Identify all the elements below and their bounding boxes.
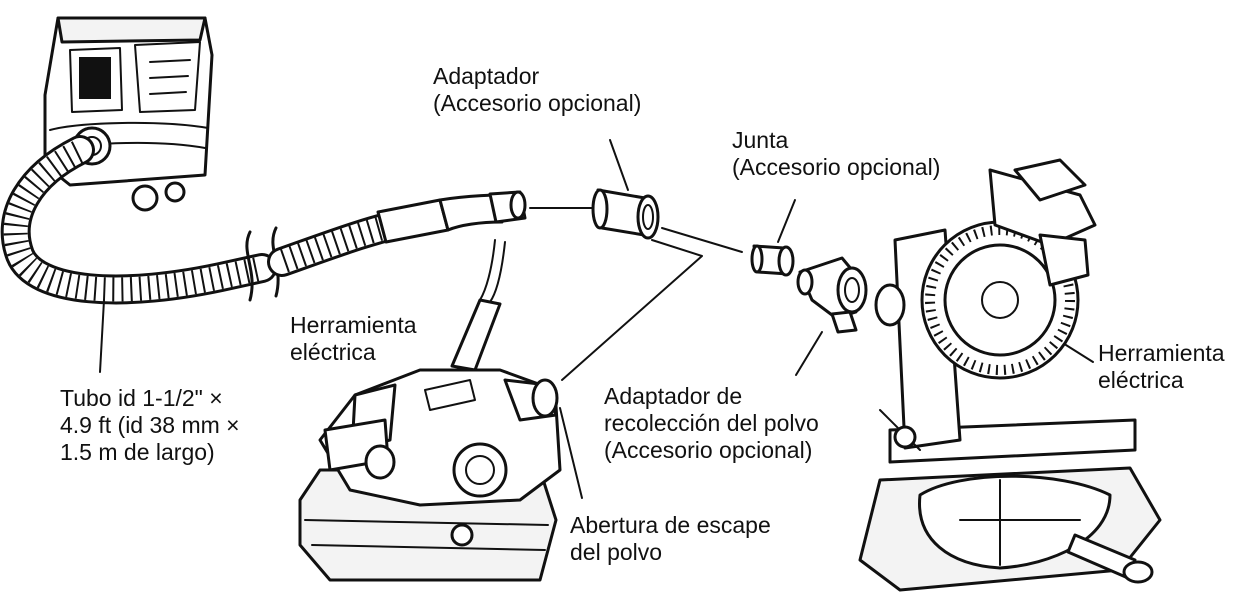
hose-right bbox=[267, 190, 527, 277]
adaptador-part bbox=[591, 188, 660, 240]
label-herramienta-right-line1: Herramienta bbox=[1098, 340, 1225, 366]
label-tubo: Tubo id 1-1/2" × 4.9 ft (id 38 mm × 1.5 … bbox=[60, 385, 240, 466]
label-junta-line1: Junta bbox=[732, 127, 789, 153]
label-adaptador-line2: (Accesorio opcional) bbox=[433, 90, 642, 116]
label-adaptador-recoleccion-line3: (Accesorio opcional) bbox=[604, 437, 813, 463]
label-junta-line2: (Accesorio opcional) bbox=[732, 154, 941, 180]
leader-lines bbox=[99, 139, 1094, 499]
label-herramienta-left: Herramienta eléctrica bbox=[290, 312, 417, 366]
miter-saw bbox=[858, 158, 1162, 592]
label-adaptador-line1: Adaptador bbox=[433, 63, 540, 89]
label-abertura-line2: del polvo bbox=[570, 539, 663, 565]
label-adaptador-recoleccion: Adaptador de recolección del polvo (Acce… bbox=[604, 383, 819, 464]
label-tubo-line2: 4.9 ft (id 38 mm × bbox=[60, 412, 240, 438]
label-adaptador-recoleccion-line1: Adaptador de bbox=[604, 383, 743, 409]
dust-extractor bbox=[43, 16, 214, 212]
label-junta: Junta (Accesorio opcional) bbox=[732, 127, 940, 181]
label-tubo-line1: Tubo id 1-1/2" × bbox=[60, 385, 223, 411]
label-abertura: Abertura de escape del polvo bbox=[570, 512, 771, 566]
label-adaptador-recoleccion-line2: recolección del polvo bbox=[604, 410, 819, 436]
label-herramienta-right: Herramienta eléctrica bbox=[1098, 340, 1225, 394]
junta-part bbox=[750, 244, 795, 277]
label-tubo-line3: 1.5 m de largo) bbox=[60, 439, 215, 465]
label-adaptador: Adaptador (Accesorio opcional) bbox=[433, 63, 641, 117]
belt-sander bbox=[298, 239, 562, 582]
label-herramienta-right-line2: eléctrica bbox=[1098, 367, 1184, 393]
label-herramienta-left-line2: eléctrica bbox=[290, 339, 376, 365]
label-abertura-line1: Abertura de escape bbox=[570, 512, 771, 538]
hose-left bbox=[0, 135, 277, 305]
label-herramienta-left-line1: Herramienta bbox=[290, 312, 417, 338]
adaptador-recoleccion-part bbox=[796, 256, 868, 334]
